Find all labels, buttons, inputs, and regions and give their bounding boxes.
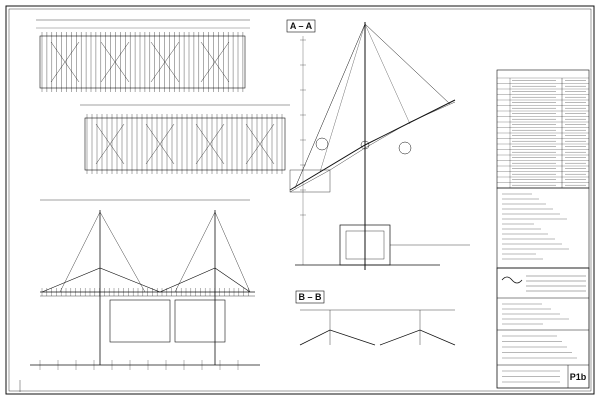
- section-b-b: B – B: [295, 290, 456, 346]
- section-a-a: A – A: [286, 19, 470, 270]
- sheet-inner-border: [8, 8, 592, 392]
- elevation-view: [30, 199, 260, 370]
- section-a-a-label-box: [286, 19, 316, 33]
- firm-logo-icon: [501, 276, 523, 284]
- sheet-number: P1b: [570, 372, 587, 382]
- legend-table: [496, 69, 590, 189]
- section-a-a-label: A – A: [290, 21, 313, 31]
- plan-view-upper: [36, 19, 250, 92]
- section-b-b-label-box: [295, 290, 325, 304]
- title-block: P1b: [496, 267, 590, 389]
- plan-view-lower: [80, 104, 290, 174]
- section-b-b-label: B – B: [298, 292, 322, 302]
- sheet-border: [5, 5, 595, 395]
